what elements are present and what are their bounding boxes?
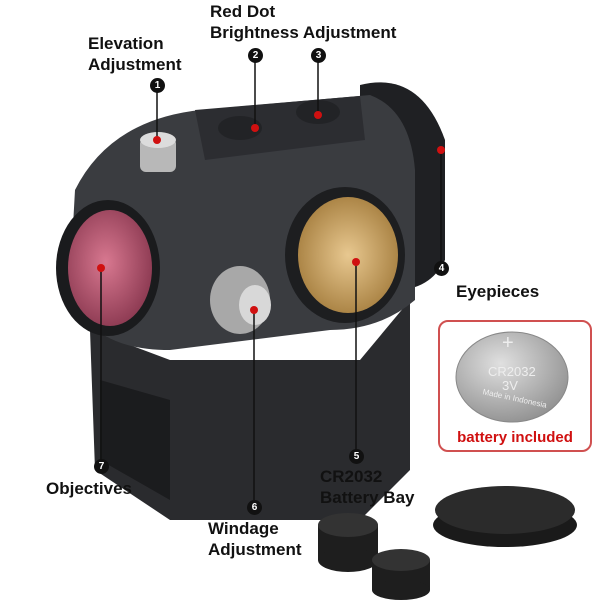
marker-2: 2 bbox=[248, 48, 263, 63]
brightness-button-minus bbox=[218, 116, 262, 140]
badge-caption: battery included bbox=[457, 429, 573, 446]
knob-cap-2 bbox=[372, 549, 430, 571]
objective-lens bbox=[68, 210, 152, 326]
coin-model: CR2032 bbox=[488, 364, 536, 379]
marker-4: 4 bbox=[434, 261, 449, 276]
coin-plus: + bbox=[502, 332, 514, 354]
target-dots bbox=[97, 111, 445, 314]
marker-5: 5 bbox=[349, 449, 364, 464]
marker-6: 6 bbox=[247, 500, 262, 515]
battery-included-badge: + CR2032 3V Made in Indonesia battery in… bbox=[438, 320, 592, 452]
marker-7: 7 bbox=[94, 459, 109, 474]
label-eyepieces: Eyepieces bbox=[456, 282, 540, 301]
cr2032-coin bbox=[455, 331, 569, 423]
knob-cap-1 bbox=[318, 513, 378, 537]
leader-lines bbox=[100, 62, 442, 500]
marker-1: 1 bbox=[150, 78, 165, 93]
label-objectives: Objectives bbox=[46, 479, 132, 498]
marker-3: 3 bbox=[311, 48, 326, 63]
coin-voltage: 3V bbox=[502, 378, 518, 393]
battery-bay bbox=[298, 197, 398, 313]
